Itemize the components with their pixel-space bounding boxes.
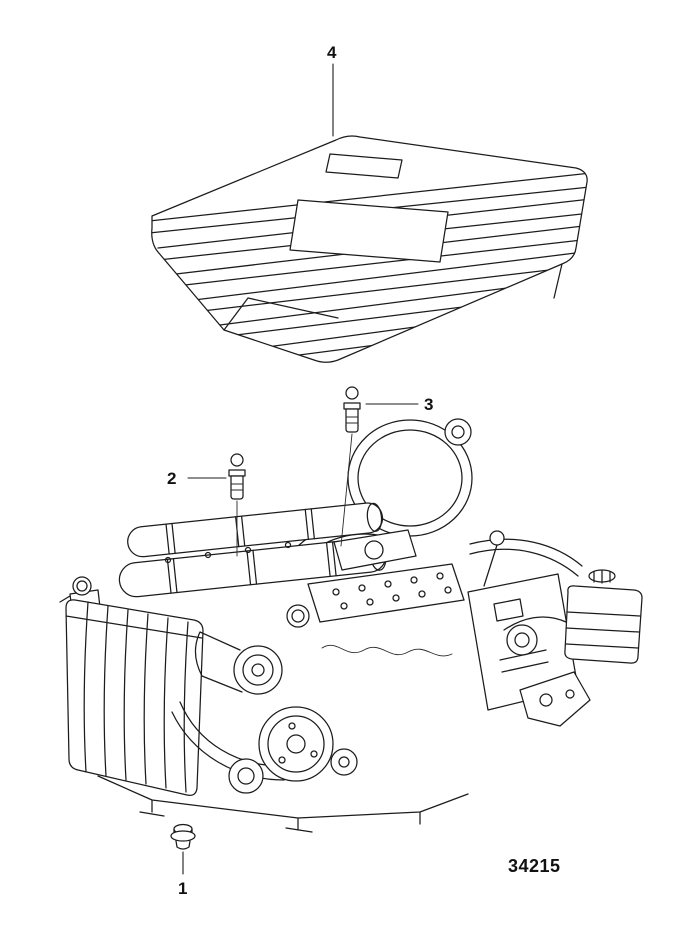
stud-2-drawing xyxy=(228,453,246,500)
stud-3-drawing xyxy=(343,386,361,433)
cover-recess-small xyxy=(325,153,403,179)
drawing-number: 34215 xyxy=(508,856,561,876)
dipstick-handle xyxy=(489,530,505,546)
bolt-1-drawing xyxy=(170,823,196,850)
pressure-cap xyxy=(286,604,310,628)
right-cluster xyxy=(467,573,579,711)
stud-3-leader xyxy=(340,433,353,547)
top-slab xyxy=(307,563,465,623)
callout-label-2: 2 xyxy=(167,469,177,488)
coolant-reservoir xyxy=(564,569,643,664)
engine-assembly-drawing xyxy=(59,418,643,833)
engine-cover-drawing xyxy=(151,135,588,363)
callout-lines xyxy=(182,63,419,875)
oil-pan-rails xyxy=(97,775,469,833)
callout-label-4: 4 xyxy=(327,43,337,62)
engine-mount-bracket xyxy=(519,671,591,727)
front-ribbed-panel xyxy=(65,599,204,796)
canister xyxy=(194,631,283,695)
callout-label-1: 1 xyxy=(178,879,188,898)
cover-recess xyxy=(289,199,449,263)
callout-label-3: 3 xyxy=(424,395,434,414)
front-pulley-group xyxy=(228,706,358,794)
